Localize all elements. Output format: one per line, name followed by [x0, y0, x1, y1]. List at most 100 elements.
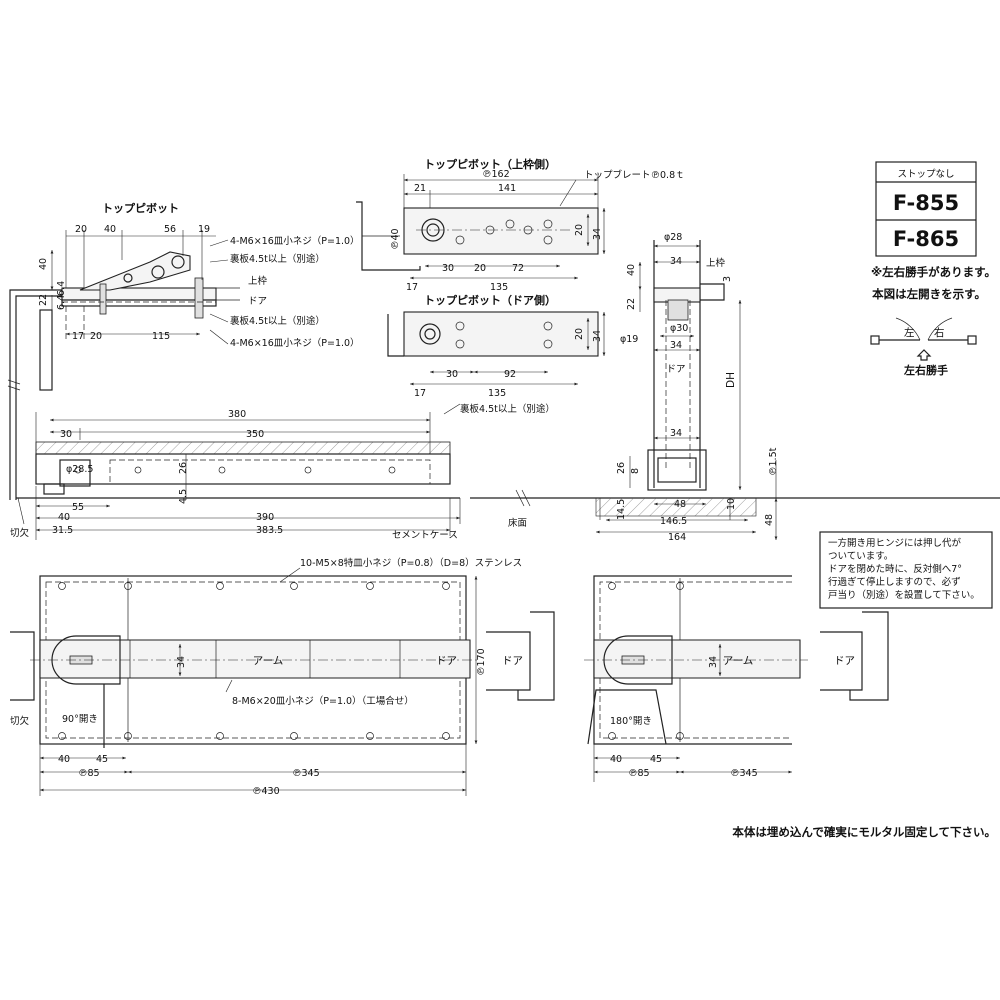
dimension-label: 141	[498, 183, 516, 194]
dimension-label: 34	[592, 330, 603, 342]
dimension-label: 22	[38, 294, 49, 306]
dimension-label: 135	[490, 282, 508, 293]
stop-none-header: ストップなし	[897, 169, 954, 180]
plan-view-180	[584, 575, 889, 782]
dimension-label: 20	[75, 224, 87, 235]
dimension-label: 56	[164, 224, 176, 235]
dimension-label: 92	[504, 369, 516, 380]
model-f865: F-865	[893, 227, 959, 251]
label-open-180: 180°開き	[610, 716, 652, 727]
plan-view-90	[10, 567, 555, 796]
dimension-label: 380	[228, 409, 246, 420]
callout-door: ドア	[248, 296, 267, 307]
dimension-label: 34	[670, 256, 682, 267]
title-top-pivot-door: トップピボット（ドア側）	[424, 293, 556, 307]
dimension-label: 17	[406, 282, 418, 293]
label-arm: アーム	[253, 655, 284, 667]
dimension-label: 40	[38, 258, 49, 270]
hand-diagram	[870, 317, 977, 361]
label-door: ドア	[666, 364, 685, 375]
note-instruction-line: 一方開き用ヒンジには押し代が	[828, 537, 962, 549]
dimension-label: 383.5	[256, 525, 283, 536]
callout-cutout: 切欠	[10, 715, 30, 727]
dimension-label: 34	[670, 428, 682, 439]
label-frame: 上枠	[706, 257, 726, 269]
dimension-label: ℗170	[476, 648, 487, 676]
dimension-label: 31.5	[52, 525, 73, 536]
title-top-pivot: トップピボット	[102, 201, 179, 215]
note-instruction-line: ドアを閉めた時に、反対側へ7°	[828, 563, 962, 575]
dimension-label: 26	[178, 462, 189, 474]
dimension-label: ℗85	[628, 768, 650, 779]
callout-cement-case: セメントケース	[392, 530, 458, 541]
dimension-label: φ19	[620, 334, 638, 345]
label-right: 右	[934, 326, 945, 339]
dimension-label: 20	[90, 331, 102, 342]
dimension-label: 21	[414, 183, 426, 194]
dimension-label: 34	[592, 228, 603, 240]
dimension-label: 20	[574, 224, 585, 236]
dimension-label: φ28	[664, 232, 682, 243]
dimension-label: 8	[630, 468, 641, 474]
dimension-label: 40	[58, 512, 70, 523]
dimension-label: 34	[176, 656, 187, 668]
dimension-label: ℗430	[252, 786, 280, 797]
callout-back-plate-case: 裏板4.5t以上（別途）	[460, 403, 555, 415]
dimension-label: 34	[708, 656, 719, 668]
dimension-label: 30	[446, 369, 458, 380]
note-hand-variants: ※左右勝手があります。	[871, 265, 996, 279]
dimension-label: 45	[96, 754, 108, 765]
dimension-label: 55	[72, 502, 84, 513]
dimension-label: ℗162	[482, 169, 510, 180]
dimension-label: 20	[474, 263, 486, 274]
dimension-label: 20	[574, 328, 585, 340]
label-dh: DH	[725, 372, 737, 388]
dimension-label: 26	[616, 462, 627, 474]
dimension-label: 135	[488, 388, 506, 399]
dimension-label: φ30	[670, 323, 688, 334]
callout-screw-lower: 4-M6×16皿小ネジ（P=1.0）	[230, 337, 360, 349]
model-f855: F-855	[893, 191, 959, 215]
callout-floor: 床面	[508, 517, 527, 529]
label-hand: 左右勝手	[903, 363, 948, 377]
dimension-label: 4.5	[178, 489, 189, 504]
side-section	[595, 240, 778, 540]
top-pivot-frame-side	[356, 174, 606, 280]
label-top-plate: トップブレート℗0.8ｔ	[584, 169, 685, 181]
dimension-label: 19	[198, 224, 210, 235]
dimension-label: 40	[610, 754, 622, 765]
label-thickness: ℗1.5t	[768, 447, 779, 476]
label-arm: アーム	[723, 655, 754, 667]
dimension-label: 115	[152, 331, 170, 342]
dimension-label: 48	[764, 514, 775, 526]
dimension-label: 30	[60, 429, 72, 440]
dimension-label: ℗345	[292, 768, 320, 779]
dimension-label: 146.5	[660, 516, 687, 527]
note-box	[819, 531, 993, 609]
callout-back-plate-lower: 裏板4.5t以上（別途）	[230, 315, 325, 327]
label-door: ドア	[436, 655, 457, 667]
note-instruction-line: 戸当り（別途）を設置して下さい。	[828, 589, 980, 601]
dimension-label: 40	[104, 224, 116, 235]
dimension-label: 40	[58, 754, 70, 765]
dimension-label: 17	[72, 331, 84, 342]
dimension-label: φ28.5	[66, 464, 93, 475]
label-open-90: 90°開き	[62, 714, 98, 725]
dimension-label: 72	[512, 263, 524, 274]
dimension-label: 30	[442, 263, 454, 274]
dimension-label: ℗85	[78, 768, 100, 779]
dimension-label: 10	[726, 498, 737, 510]
dimension-label: 48	[674, 499, 686, 510]
dimension-label: 34	[670, 340, 682, 351]
label-door: ドア	[834, 655, 855, 667]
dimension-label: ℗40	[390, 228, 401, 250]
note-instruction-line: ついています。	[828, 551, 893, 562]
dimension-label: 6.4	[56, 295, 67, 310]
callout-case-screws: 10-M5×8特皿小ネジ（P=0.8）（D=8）ステンレス	[300, 557, 522, 569]
dimension-label: 17	[414, 388, 426, 399]
dimension-label: 390	[256, 512, 274, 523]
dimension-label: 22	[626, 298, 637, 310]
dimension-label: 164	[668, 532, 686, 543]
top-pivot-elevation	[7, 230, 240, 500]
